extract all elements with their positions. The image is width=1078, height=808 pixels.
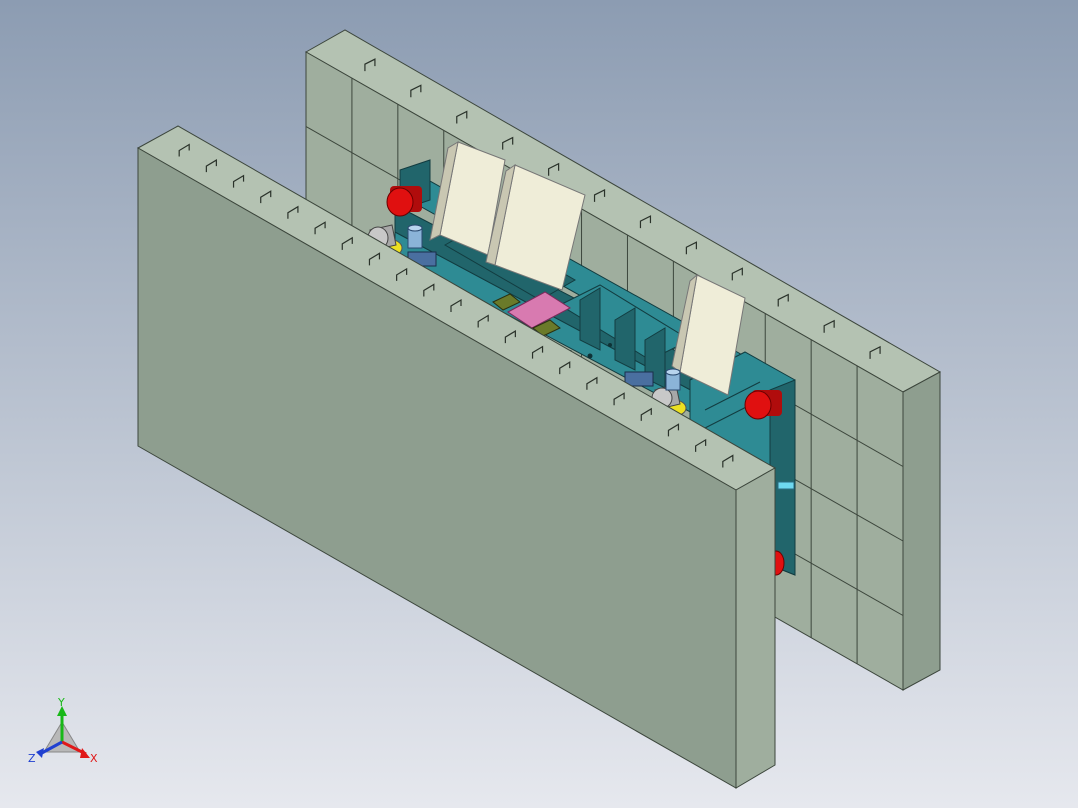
blue-fitting-left[interactable] [407, 224, 437, 267]
back-plate-slot [777, 293, 789, 307]
front-plate-notch [640, 407, 652, 421]
cylinder-cap [386, 187, 414, 217]
front-plate-notch [586, 376, 598, 390]
frame-hole [587, 353, 593, 359]
frame-divider-1 [579, 287, 601, 351]
front-plate-notch [722, 454, 734, 468]
front-plate-notch [613, 392, 625, 406]
front-plate-face [137, 147, 737, 789]
blue-fitting-right[interactable] [624, 368, 681, 391]
front-plate-notch [477, 314, 489, 328]
front-plate-notch [504, 330, 516, 344]
front-plate-notch [531, 345, 544, 359]
back-plate-slot [593, 188, 606, 202]
front-plate-notch [178, 143, 190, 157]
y-axis-label: Y [57, 696, 65, 709]
pink-plate[interactable] [507, 291, 571, 329]
back-plate-slot [823, 319, 835, 333]
olive-block-1 [492, 293, 521, 311]
x-axis-arrow [80, 748, 90, 758]
front-plate[interactable] [136, 125, 777, 789]
fitting-cap [407, 224, 423, 232]
front-plate-notch [341, 236, 353, 250]
cream-panel-1-side [429, 140, 459, 241]
cream-panels[interactable] [429, 140, 746, 396]
red-cylinder-right[interactable] [744, 390, 782, 420]
z-axis-label: Z [28, 752, 36, 765]
z-axis-arrow [36, 748, 44, 758]
frame-hole [608, 343, 612, 347]
back-plate-slot [685, 241, 697, 255]
frame-divider-2 [614, 307, 636, 371]
front-plate-end [735, 467, 776, 789]
fitting-block [624, 371, 654, 387]
z-axis-line [39, 740, 63, 756]
back-plate-slot [456, 110, 468, 124]
fitting-cap [665, 368, 681, 376]
back-plate-slot [502, 136, 514, 150]
back-plate-end [902, 371, 941, 691]
front-plate-notch [314, 221, 326, 235]
front-plate-notch [695, 438, 707, 452]
back-plate-slot [410, 84, 422, 98]
pink-plate-top [507, 291, 571, 329]
front-plate-notch [368, 252, 381, 266]
cylinder-cap [744, 390, 772, 420]
cream-panel-3-side [671, 273, 698, 373]
front-plate-notch [287, 205, 299, 219]
back-plate-slots [364, 58, 881, 359]
y-axis-arrow [57, 706, 67, 716]
front-plate-slots [178, 143, 734, 468]
axis-triad[interactable]: Y X Z [28, 696, 98, 765]
front-plate-notch [667, 423, 680, 437]
front-plate-notch [232, 174, 245, 188]
back-plate-slot [639, 215, 652, 229]
back-plate-slot [364, 58, 376, 72]
front-plate-notch [559, 361, 571, 375]
red-cylinder-left[interactable] [386, 186, 422, 217]
front-plate-notch [205, 159, 217, 173]
front-plate-notch [450, 298, 462, 312]
back-plate-slot [731, 267, 743, 281]
x-axis-label: X [90, 752, 98, 765]
cyan-marker [777, 481, 795, 490]
back-plate-slot [548, 162, 560, 176]
front-plate-notch [423, 283, 435, 297]
frame-slot [704, 381, 761, 411]
cream-panel-2-side [485, 163, 516, 266]
back-plate-slot [869, 345, 881, 359]
front-plate-notch [260, 190, 272, 204]
front-plate-notch [396, 267, 408, 281]
